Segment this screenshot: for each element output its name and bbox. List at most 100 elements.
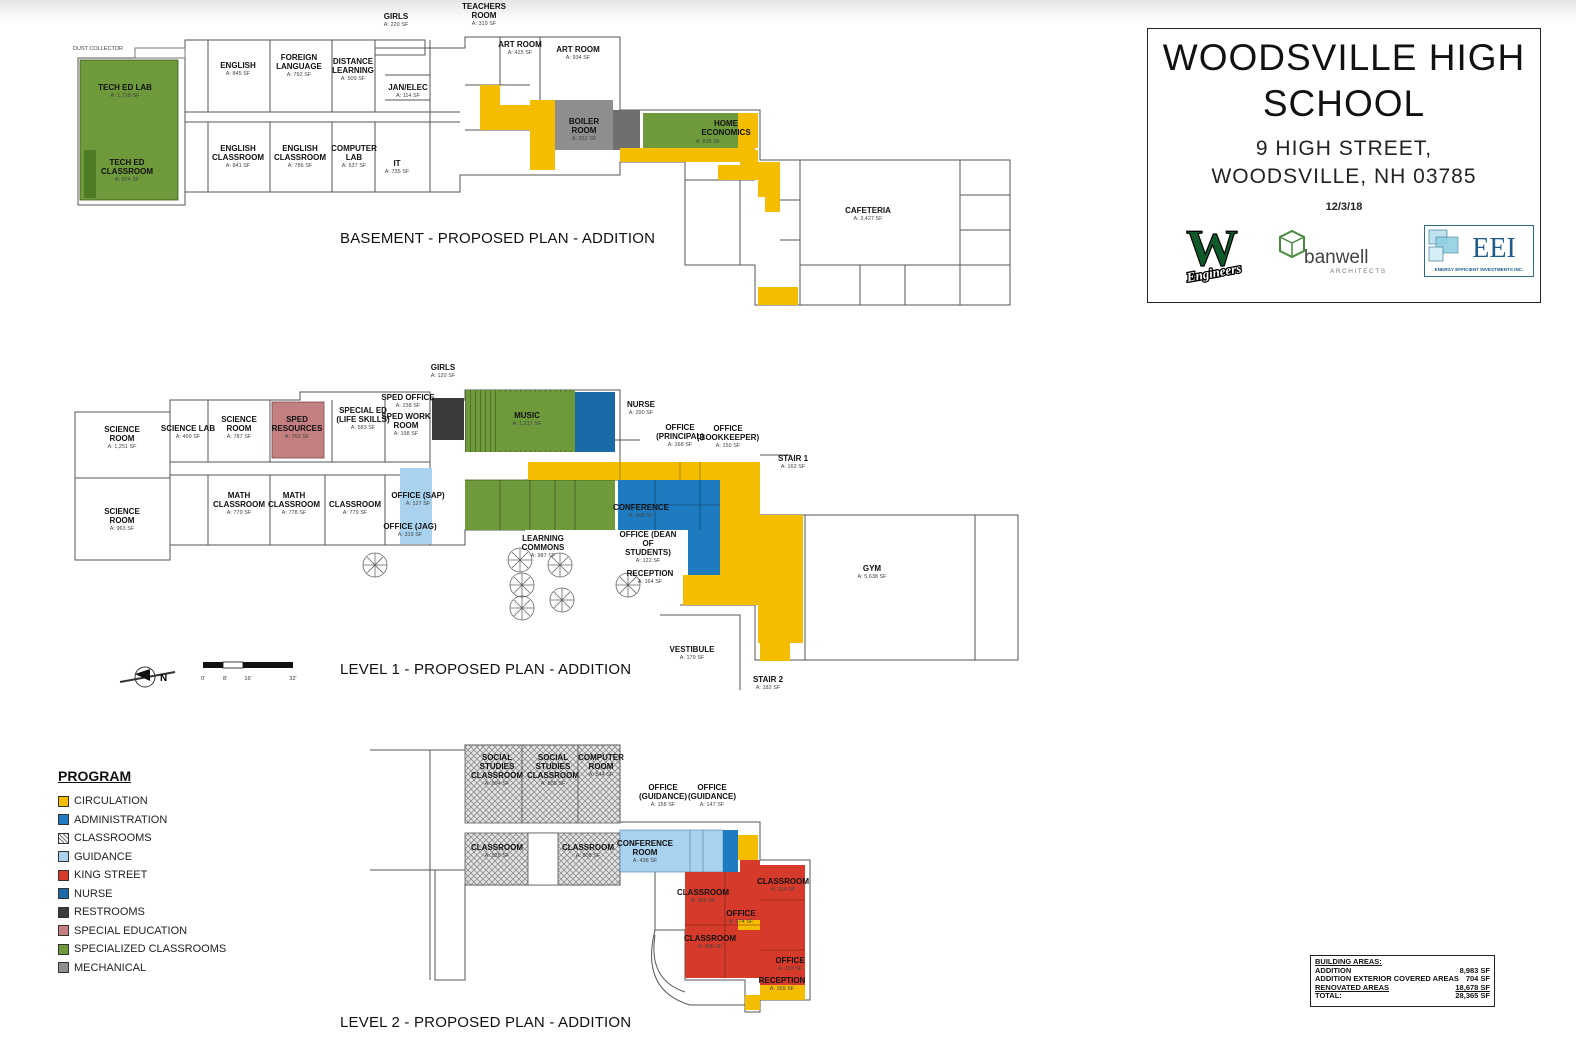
room-it: IT xyxy=(393,159,400,168)
svg-text:(GUIDANCE): (GUIDANCE) xyxy=(639,792,687,801)
svg-text:STUDENTS): STUDENTS) xyxy=(625,548,671,557)
room-classroom-level2-b: CLASSROOM xyxy=(562,843,614,852)
svg-text:A: 168 SF: A: 168 SF xyxy=(668,442,693,448)
room-girls-basement: GIRLS xyxy=(384,12,409,21)
svg-text:W: W xyxy=(1186,221,1238,277)
svg-text:A: 127 SF: A: 127 SF xyxy=(406,501,431,507)
room-teachers-room: TEACHERS xyxy=(462,2,507,11)
svg-text:A: 792 SF: A: 792 SF xyxy=(287,72,312,78)
svg-text:A: 841 SF: A: 841 SF xyxy=(226,163,251,169)
svg-text:STUDIES: STUDIES xyxy=(480,762,515,771)
svg-text:A: 760 SF: A: 760 SF xyxy=(285,434,310,440)
svg-text:LANGUAGE: LANGUAGE xyxy=(276,62,322,71)
area-row: ADDITION EXTERIOR COVERED AREAS 704 SF xyxy=(1315,974,1490,984)
room-english-classroom-1: ENGLISH xyxy=(220,144,256,153)
room-office-sap: OFFICE (SAP) xyxy=(391,491,445,500)
swatch-mechanical xyxy=(58,962,69,974)
basement-fills xyxy=(79,59,798,305)
svg-text:A: 319 SF: A: 319 SF xyxy=(398,532,423,538)
svg-text:EEI: EEI xyxy=(1472,233,1516,264)
legend-item-circulation: CIRCULATION xyxy=(58,792,258,811)
svg-text:16': 16' xyxy=(244,676,251,682)
svg-text:A: 198 SF: A: 198 SF xyxy=(394,431,419,437)
title-block: WOODSVILLE HIGH SCHOOL 9 HIGH STREET, WO… xyxy=(1147,28,1541,303)
swatch-king-street xyxy=(58,869,69,881)
area-row: RENOVATED AREAS 18,678 SF xyxy=(1315,982,1490,992)
svg-text:A: 1,217 SF: A: 1,217 SF xyxy=(512,421,542,427)
area-row: ADDITION 8,983 SF xyxy=(1315,965,1490,975)
svg-text:RESOURCES: RESOURCES xyxy=(272,424,323,433)
basement-plan-title: BASEMENT - PROPOSED PLAN - ADDITION xyxy=(340,230,656,247)
svg-text:A: 174 SF: A: 174 SF xyxy=(729,919,754,925)
room-stair-1: STAIR 1 xyxy=(778,454,809,463)
room-home-economics: HOME xyxy=(714,119,739,128)
svg-text:A: 828 SF: A: 828 SF xyxy=(485,853,510,859)
room-girls-level1: GIRLS xyxy=(431,363,456,372)
svg-text:ROOM: ROOM xyxy=(589,762,614,771)
svg-text:A: 509 SF: A: 509 SF xyxy=(341,76,366,82)
svg-text:8': 8' xyxy=(223,676,227,682)
svg-text:A: 120 SF: A: 120 SF xyxy=(431,373,456,379)
svg-text:OF: OF xyxy=(642,539,653,548)
svg-text:CLASSROOM: CLASSROOM xyxy=(212,153,264,162)
room-classroom-king-street-1: CLASSROOM xyxy=(677,888,729,897)
room-classroom-king-street-3: CLASSROOM xyxy=(757,877,809,886)
svg-text:A: 552 SF: A: 552 SF xyxy=(572,136,597,142)
basement-labels: DUST COLLECTOR TECH ED LAB A: 1,718 SF T… xyxy=(73,2,891,222)
legend-item-restrooms: RESTROOMS xyxy=(58,903,258,922)
room-science-room-3: SCIENCE xyxy=(104,507,140,516)
room-office-king-street-2: OFFICE xyxy=(775,956,805,965)
room-office-king-street-1: OFFICE xyxy=(726,909,756,918)
swatch-specialized-classrooms xyxy=(58,943,69,955)
swatch-administration xyxy=(58,814,69,826)
svg-text:A: 1,718 SF: A: 1,718 SF xyxy=(110,93,140,99)
swatch-classrooms xyxy=(58,832,69,844)
svg-text:32': 32' xyxy=(289,676,296,682)
room-office-guidance-1: OFFICE xyxy=(648,783,678,792)
room-english-classroom-2: ENGLISH xyxy=(282,144,318,153)
room-sped-work-room: SPED WORK xyxy=(381,412,431,421)
room-tech-ed-lab: TECH ED LAB xyxy=(98,83,152,92)
svg-text:A: 150 SF: A: 150 SF xyxy=(716,443,741,449)
svg-text:A: 119 SF: A: 119 SF xyxy=(778,966,803,972)
svg-text:(GUIDANCE): (GUIDANCE) xyxy=(688,792,736,801)
svg-text:A: 735 SF: A: 735 SF xyxy=(385,169,410,175)
svg-text:CLASSROOM: CLASSROOM xyxy=(268,500,320,509)
svg-text:A: 974 SF: A: 974 SF xyxy=(115,177,140,183)
svg-text:A: 804 SF: A: 804 SF xyxy=(485,781,510,787)
room-art-room-1: ART ROOM xyxy=(498,40,542,49)
level1-labels: SCIENCE ROOM A: 1,251 SF SCIENCE LAB A: … xyxy=(104,363,887,691)
basement-plan xyxy=(77,36,1011,306)
svg-text:A: 290 SF: A: 290 SF xyxy=(629,410,654,416)
svg-text:(BOOKKEEPER): (BOOKKEEPER) xyxy=(697,433,760,442)
room-tech-ed-classroom: TECH ED xyxy=(109,158,144,167)
legend-item-administration: ADMINISTRATION xyxy=(58,811,258,830)
svg-text:A: 1,251 SF: A: 1,251 SF xyxy=(107,444,137,450)
room-nurse: NURSE xyxy=(627,400,656,409)
svg-text:A: 787 SF: A: 787 SF xyxy=(227,434,252,440)
svg-text:A: 122 SF: A: 122 SF xyxy=(636,558,661,564)
svg-text:(PRINCIPAL): (PRINCIPAL) xyxy=(656,432,704,441)
program-legend: PROGRAM CIRCULATION ADMINISTRATION CLASS… xyxy=(58,768,258,977)
level2-fills xyxy=(464,744,805,1010)
svg-text:A: 808 SF: A: 808 SF xyxy=(541,781,566,787)
area-row-total: TOTAL: 28,365 SF xyxy=(1315,991,1490,1001)
svg-text:LEARNING: LEARNING xyxy=(332,66,374,75)
svg-text:ROOM: ROOM xyxy=(633,848,658,857)
room-boiler-room: BOILER xyxy=(569,117,599,126)
svg-text:A: 220 SF: A: 220 SF xyxy=(384,22,409,28)
room-music: MUSIC xyxy=(514,411,540,420)
legend-item-guidance: GUIDANCE xyxy=(58,848,258,867)
svg-text:A: 499 SF: A: 499 SF xyxy=(176,434,201,440)
room-office-principal: OFFICE xyxy=(665,423,695,432)
svg-text:A: 934 SF: A: 934 SF xyxy=(566,55,591,61)
room-computer-lab: COMPUTER xyxy=(331,144,377,153)
swatch-guidance xyxy=(58,851,69,863)
banwell-logo: banwell ARCHITECTS xyxy=(1272,229,1402,275)
svg-text:ROOM: ROOM xyxy=(394,421,419,430)
room-cafeteria: CAFETERIA xyxy=(845,206,891,215)
swatch-special-education xyxy=(58,925,69,937)
room-sped-resources: SPED xyxy=(286,415,308,424)
room-gym: GYM xyxy=(863,564,882,573)
svg-text:A: 3,427 SF: A: 3,427 SF xyxy=(853,216,883,222)
